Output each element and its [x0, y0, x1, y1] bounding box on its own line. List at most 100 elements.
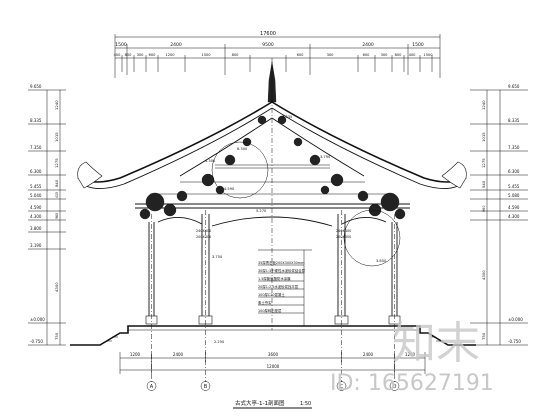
top-tick-dim: 1500 — [201, 53, 211, 57]
top-tick-dim: 300 — [381, 53, 389, 57]
top-tick-dim: 600 — [297, 53, 305, 57]
top-tick-dim: 1500 — [423, 53, 433, 57]
ground-line — [70, 325, 476, 346]
left-spacing-label: 415 — [55, 192, 59, 198]
right-spacing-label: 1275 — [481, 158, 486, 168]
column-b — [201, 214, 210, 323]
inner-labels: 4.300 6.300 8.335 3.790 5.270 4.590 3.75… — [196, 115, 387, 344]
axis-markers: A B C D — [146, 381, 400, 391]
top-tick-dim: 300 — [137, 53, 145, 57]
floor-notes: 35厚青石板200X300X30mm 30厚1:3干硬性水泥砂浆结合层 1.5厚… — [258, 260, 306, 314]
floor-note: 100厚碎石垫层 — [258, 308, 282, 313]
left-eave-curl — [77, 161, 103, 189]
inner-label: 240X400 — [196, 229, 211, 233]
left-level-label: 4.590 — [30, 205, 42, 210]
inner-label: 3.790 — [320, 155, 331, 159]
top-seg-dim: 2400 — [362, 42, 374, 48]
inner-label: 240X400 — [336, 229, 351, 233]
bottom-dimension-chain: 1200 2400 3600 2400 1200 12000 — [119, 352, 426, 374]
left-level-label: ±0.000 — [30, 317, 45, 322]
axis-label: C — [340, 384, 344, 390]
axis-label: B — [204, 384, 208, 390]
right-spacing-label: 1240 — [481, 100, 486, 110]
left-spacing-label: 1015 — [54, 132, 59, 142]
top-dimension-chain: 17600 1500 2400 9500 2400 1500 400 800 3… — [114, 31, 441, 78]
right-level-label: ±0.000 — [508, 317, 523, 322]
title-scale: 1:50 — [300, 401, 311, 407]
right-level-label: 4.590 — [508, 205, 520, 210]
top-tick-dim: 400 — [114, 53, 122, 57]
top-total-dim: 17600 — [260, 31, 276, 37]
right-spacing-label: 4300 — [481, 270, 486, 280]
floor-note: 30厚1:3干硬性水泥砂浆结合层 — [258, 268, 306, 273]
floor-note: 35厚青石板200X300X30mm — [258, 260, 305, 265]
right-level-label: 6.300 — [508, 169, 520, 174]
inner-label: 4.590 — [224, 187, 235, 191]
top-tick-dim: 800 — [232, 53, 240, 57]
left-level-label: 5.455 — [30, 184, 42, 189]
watermark-id: ID: 165627191 — [330, 371, 494, 396]
inner-label: 4.300 — [205, 159, 216, 163]
inner-label: 8.335 — [282, 115, 292, 119]
bottom-seg-dim: 1200 — [130, 352, 141, 357]
bottom-seg-dim: 1200 — [405, 352, 416, 357]
pavilion-section — [70, 58, 476, 382]
inner-label: 200X300 — [196, 235, 211, 239]
top-tick-dim: 800 — [125, 53, 133, 57]
left-spacing-label: 1240 — [54, 100, 59, 110]
bottom-total-dim: 12000 — [267, 364, 280, 369]
top-seg-dim: 1500 — [115, 42, 127, 48]
left-spacing-label: 960 — [55, 213, 59, 219]
right-level-label: 5.455 — [508, 184, 520, 189]
left-level-label: 4.300 — [30, 214, 42, 219]
right-spacing-label: 960 — [482, 206, 486, 212]
right-spacing-label: 750 — [481, 332, 486, 340]
column-c — [337, 214, 346, 323]
title-text: 古式大亭-1-1剖面图 — [235, 399, 285, 407]
axis-label: D — [393, 384, 397, 390]
inner-label: 5.270 — [256, 209, 267, 213]
top-seg-dim: 2400 — [170, 42, 182, 48]
right-level-column: 9.650 8.335 7.350 6.300 5.455 5.080 4.59… — [470, 84, 528, 346]
right-eave-curl — [441, 161, 467, 189]
top-tick-dim: 600 — [149, 53, 157, 57]
bracket-cluster-left — [139, 115, 267, 220]
inner-label: 200X300 — [336, 235, 351, 239]
floor-note: 素土夯实 — [258, 300, 272, 305]
top-tick-dim: 1200 — [165, 53, 175, 57]
right-level-label: 4.300 — [508, 214, 520, 219]
bottom-seg-dim: 2400 — [173, 352, 184, 357]
column-d — [391, 222, 398, 323]
watermark-logo: 知末 — [392, 318, 480, 369]
column-a — [148, 222, 155, 323]
left-spacing-label: 840 — [54, 179, 59, 187]
top-tick-dim: 600 — [363, 53, 371, 57]
left-level-label: 3.190 — [30, 243, 42, 248]
floor-note: 100厚C20混凝土 — [258, 292, 285, 297]
top-tick-dim: 300 — [327, 53, 335, 57]
right-level-label: -0.750 — [508, 339, 521, 344]
right-level-label: 7.350 — [508, 145, 520, 150]
inner-label: 3.850 — [376, 259, 387, 263]
left-level-label: 8.335 — [30, 118, 42, 123]
watermark: 知末 ID: 165627191 — [330, 318, 494, 396]
right-level-label: 9.650 — [508, 84, 520, 89]
right-spacing-label: 540 — [481, 180, 486, 188]
drawing-title: 古式大亭-1-1剖面图 1:50 — [233, 399, 312, 409]
right-level-label: 8.335 — [508, 118, 520, 123]
bottom-seg-dim: 3600 — [268, 352, 279, 357]
inner-label: 6.300 — [237, 147, 248, 151]
inner-label: 3.750 — [212, 255, 223, 259]
left-spacing-label: 1275 — [54, 158, 59, 168]
inner-label: 2.250 — [214, 340, 225, 344]
top-seg-dim: 1500 — [412, 42, 424, 48]
bracket-cluster-right — [277, 115, 406, 220]
right-level-label: 5.080 — [508, 193, 520, 198]
left-spacing-label: 4300 — [54, 282, 59, 292]
left-level-label: 3.800 — [30, 226, 42, 231]
left-level-column: 9.650 8.335 7.350 6.300 5.455 5.040 4.59… — [28, 84, 66, 346]
axis-label: A — [150, 384, 154, 390]
left-level-label: 9.650 — [30, 84, 42, 89]
detail-callout-circle — [343, 209, 401, 267]
